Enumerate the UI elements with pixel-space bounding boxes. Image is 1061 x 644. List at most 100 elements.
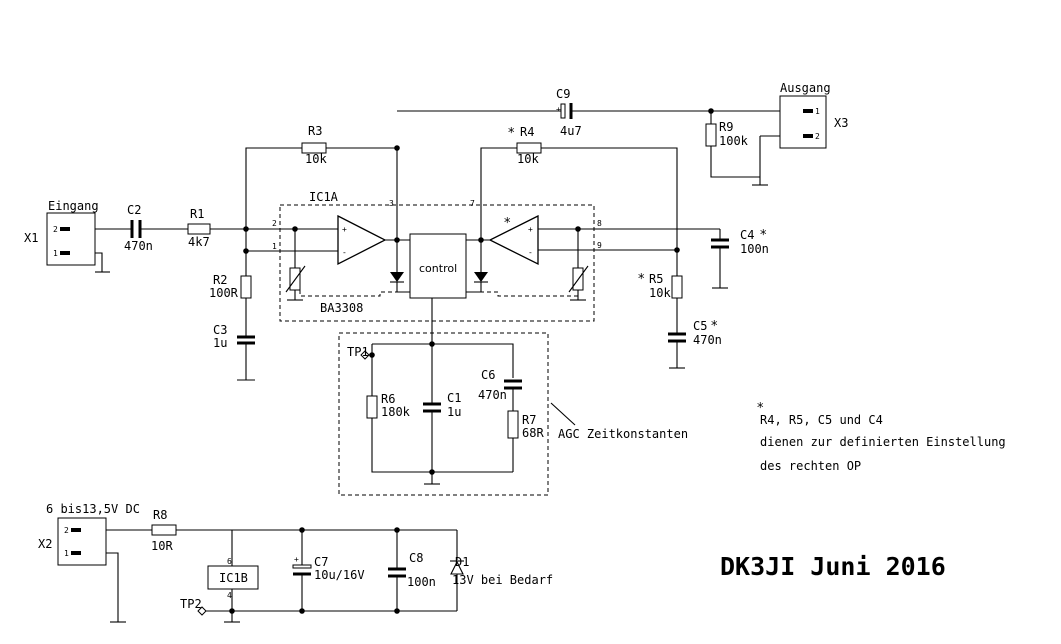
- author-signature: DK3JI Juni 2016: [720, 552, 946, 581]
- svg-text:10k: 10k: [517, 152, 539, 166]
- x1-title: Eingang: [48, 199, 99, 213]
- svg-text:*: *: [757, 401, 764, 416]
- ic1a-part: BA3308: [320, 301, 363, 315]
- capacitor-c9: + C9 4u7: [556, 87, 582, 138]
- svg-text:3: 3: [389, 199, 394, 208]
- trimmer-left-internal: [285, 265, 306, 293]
- svg-text:R7: R7: [522, 413, 536, 427]
- svg-text:C1: C1: [447, 391, 461, 405]
- svg-text:470n: 470n: [478, 388, 507, 402]
- svg-text:4: 4: [227, 591, 232, 600]
- resistor-r6: R6 180k: [366, 392, 411, 419]
- resistor-r5: * R5 10k: [638, 272, 683, 300]
- svg-text:*: *: [508, 126, 515, 141]
- svg-text:100k: 100k: [719, 134, 749, 148]
- x1-ref: X1: [24, 231, 38, 245]
- svg-text:10k: 10k: [649, 286, 671, 300]
- svg-text:C4: C4: [740, 228, 754, 242]
- svg-text:R3: R3: [308, 124, 322, 138]
- capacitor-c6: C6 470n: [478, 368, 522, 402]
- resistor-r8: R8 10R: [151, 508, 177, 553]
- x2-pin2: 2: [64, 526, 69, 535]
- wires: [66, 110, 803, 623]
- svg-text:TP2: TP2: [180, 597, 202, 611]
- capacitor-c1: C1 1u: [423, 391, 461, 419]
- ic1a: + - + - * control IC1A BA3308 2 1 3 7 8 …: [272, 190, 602, 315]
- svg-text:7: 7: [470, 199, 475, 208]
- resistor-r1: R1 4k7: [187, 207, 211, 249]
- capacitor-c5: C5 * 470n: [668, 319, 722, 347]
- diode-left-internal: [390, 272, 404, 283]
- note-line-3: des rechten OP: [760, 459, 861, 473]
- svg-text:R8: R8: [153, 508, 167, 522]
- ic1a-ref: IC1A: [309, 190, 339, 204]
- svg-text:C6: C6: [481, 368, 495, 382]
- svg-text:470n: 470n: [693, 333, 722, 347]
- x2-ref: X2: [38, 537, 52, 551]
- svg-text:100n: 100n: [740, 242, 769, 256]
- svg-text:*: *: [504, 216, 511, 231]
- svg-text:4k7: 4k7: [188, 235, 210, 249]
- svg-text:+: +: [556, 105, 561, 114]
- svg-text:10R: 10R: [151, 539, 173, 553]
- diode-right-internal: [474, 272, 488, 283]
- resistor-r9: R9 100k: [705, 120, 749, 148]
- svg-text:470n: 470n: [124, 239, 153, 253]
- note-line-2: dienen zur definierten Einstellung: [760, 435, 1006, 449]
- svg-text:10u/16V: 10u/16V: [314, 568, 365, 582]
- ic1a-boundary: [279, 204, 595, 322]
- x2-pin1: 1: [64, 549, 69, 558]
- svg-text:*: *: [760, 228, 767, 243]
- svg-text:180k: 180k: [381, 405, 411, 419]
- svg-text:100R: 100R: [209, 286, 239, 300]
- svg-text:R6: R6: [381, 392, 395, 406]
- svg-text:R4: R4: [520, 125, 534, 139]
- svg-text:*: *: [638, 272, 645, 287]
- connector-x1: Eingang X1 2 1: [24, 199, 99, 266]
- svg-text:C7: C7: [314, 555, 328, 569]
- capacitor-c2: C2 470n: [124, 203, 153, 253]
- svg-text:68R: 68R: [522, 426, 544, 440]
- svg-text:-: -: [528, 248, 533, 257]
- footnote: * R4, R5, C5 und C4 dienen zur definiert…: [757, 401, 1006, 473]
- svg-text:TP1: TP1: [347, 345, 369, 359]
- note-line-1: R4, R5, C5 und C4: [760, 413, 883, 427]
- agc-label: AGC Zeitkonstanten: [558, 427, 688, 441]
- svg-text:13V bei Bedarf: 13V bei Bedarf: [452, 573, 553, 587]
- svg-text:100n: 100n: [407, 575, 436, 589]
- capacitor-c8: C8 100n: [388, 551, 436, 589]
- svg-text:C9: C9: [556, 87, 570, 101]
- connector-x2: 6 bis13,5V DC X2 2 1: [38, 502, 140, 566]
- svg-text:D1: D1: [455, 555, 469, 569]
- svg-text:9: 9: [597, 241, 602, 250]
- x2-title: 6 bis13,5V DC: [46, 502, 140, 516]
- svg-text:1: 1: [272, 242, 277, 251]
- svg-text:C3: C3: [213, 323, 227, 337]
- svg-text:6: 6: [227, 557, 232, 566]
- capacitor-c3: C3 1u: [213, 323, 255, 350]
- capacitor-c4: C4 * 100n: [711, 228, 769, 256]
- svg-text:R2: R2: [213, 273, 227, 287]
- svg-text:C5: C5: [693, 319, 707, 333]
- svg-text:1u: 1u: [213, 336, 227, 350]
- svg-text:8: 8: [597, 219, 602, 228]
- x1-pin2: 2: [53, 225, 58, 234]
- resistor-r2: R2 100R: [209, 273, 252, 300]
- ic1a-inner-dash-right: [466, 291, 578, 297]
- svg-text:10k: 10k: [305, 152, 327, 166]
- agc-boundary: [338, 332, 549, 496]
- svg-text:-: -: [342, 248, 347, 257]
- svg-text:R5: R5: [649, 272, 663, 286]
- trimmer-right-internal: [568, 265, 589, 293]
- svg-text:+: +: [294, 555, 299, 564]
- control-block-label: control: [419, 262, 457, 275]
- svg-text:+: +: [528, 225, 533, 234]
- capacitor-c7: + C7 10u/16V: [292, 555, 365, 582]
- ic1a-inner-dash-left: [299, 290, 410, 297]
- ic1b: IC1B 6 4: [207, 557, 259, 600]
- svg-text:1u: 1u: [447, 405, 461, 419]
- test-point-tp2: TP2: [180, 597, 207, 616]
- svg-text:C2: C2: [127, 203, 141, 217]
- connector-x3: Ausgang X3 1 2: [779, 81, 848, 149]
